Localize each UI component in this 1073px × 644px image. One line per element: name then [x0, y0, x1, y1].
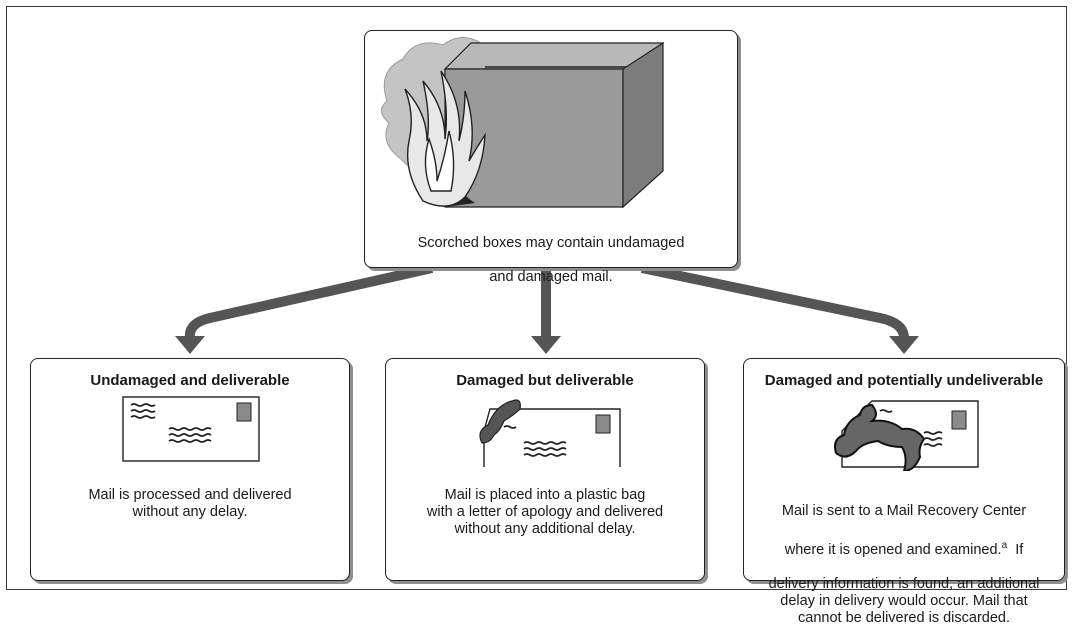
scorched-box-caption: Scorched boxes may contain undamaged and…: [373, 218, 729, 303]
desc-line-2: where it is opened and examined.a If: [752, 537, 1056, 559]
desc-line-2-text: where it is opened and examined.: [784, 541, 1002, 558]
flow-arrows: [175, 263, 919, 354]
flames-icon: [404, 70, 486, 207]
caption-line-1: Scorched boxes may contain undamaged: [417, 235, 685, 251]
arrowhead-undeliverable: [889, 336, 919, 354]
damaged-envelope-icon: [479, 399, 621, 467]
outcome-card-damaged: Damaged but deliverable Mail is placed i…: [385, 358, 705, 581]
outcome-description: Mail is processed and delivered without …: [88, 487, 292, 520]
outcome-description: Mail is placed into a plastic bag with a…: [426, 487, 664, 537]
outcome-card-undamaged: Undamaged and deliverable Mail is proces…: [30, 358, 350, 581]
stamp-icon: [236, 402, 252, 422]
arrowhead-undamaged: [175, 336, 205, 354]
arrowhead-damaged: [531, 336, 561, 354]
burn-mark: [479, 399, 521, 444]
desc-line-1: Mail is sent to a Mail Recovery Center: [781, 503, 1027, 519]
box-side: [622, 41, 664, 209]
desc-line-2-tail: If: [1007, 541, 1024, 558]
outcome-description: Mail is sent to a Mail Recovery Center w…: [752, 486, 1056, 644]
scorched-box-card: Scorched boxes may contain undamaged and…: [364, 30, 738, 285]
outcome-card-undeliverable: Damaged and potentially undeliverable Ma…: [743, 358, 1065, 626]
footnote-marker: a: [1001, 540, 1008, 551]
scorched-box-illustration: [381, 37, 665, 209]
outcome-title: Undamaged and deliverable: [90, 372, 290, 389]
caption-line-2: and damaged mail.: [489, 269, 613, 285]
desc-rest: delivery information is found, an additi…: [768, 575, 1040, 626]
burned-envelope-icon: [834, 400, 979, 471]
envelope-icon: [122, 396, 260, 462]
stamp-icon: [595, 414, 611, 434]
stamp-icon: [951, 410, 967, 430]
outcome-title: Damaged but deliverable: [456, 372, 634, 389]
outcome-title: Damaged and potentially undeliverable: [764, 372, 1044, 389]
